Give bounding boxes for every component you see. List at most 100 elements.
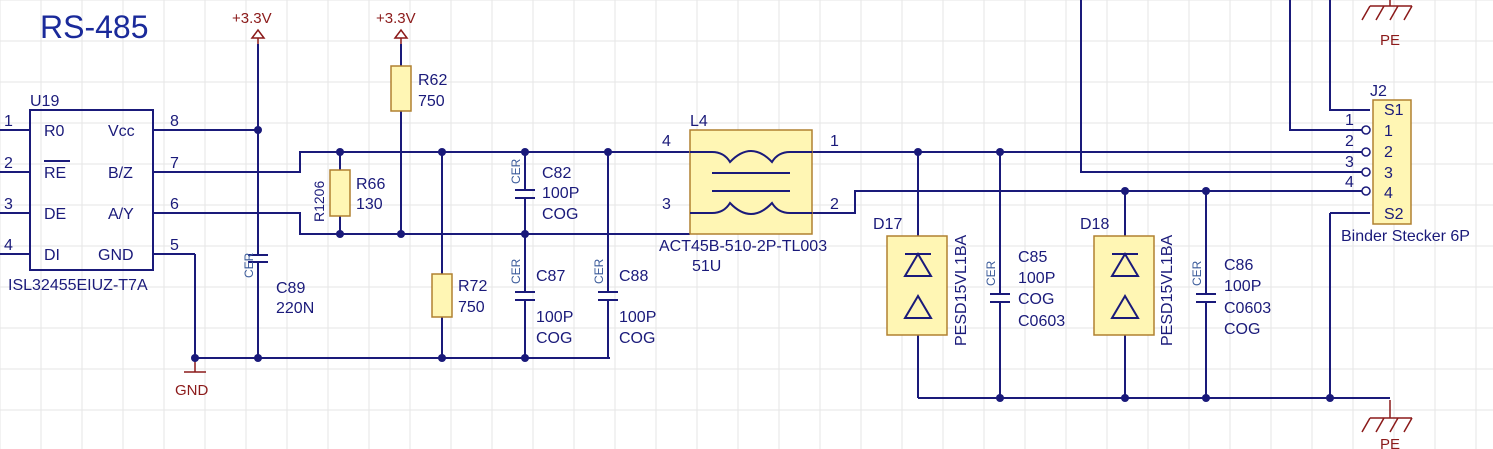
- u19-pin-name-di: DI: [44, 247, 60, 264]
- j2-part: Binder Stecker 6P: [1341, 228, 1470, 245]
- u19-pin-name-r0: R0: [44, 123, 65, 140]
- j2-pin-s2: S2: [1384, 206, 1404, 223]
- u19-pin-num-3: 3: [4, 196, 13, 213]
- j2-pin-4: 4: [1384, 185, 1393, 202]
- c89-capacitor: CER C89 220N: [242, 252, 314, 317]
- r72-resistor: R72 750: [431, 273, 487, 318]
- l4-pin-3: 3: [662, 196, 671, 213]
- u19-pin-name-bz: B/Z: [108, 165, 133, 182]
- r66-ref: R66: [356, 176, 385, 193]
- sheet-title: RS-485: [40, 9, 149, 45]
- gnd-symbol: GND: [175, 358, 209, 399]
- u19-pin-num-2: 2: [4, 155, 13, 172]
- svg-text:PE: PE: [1380, 436, 1400, 449]
- r72-value: 750: [458, 299, 485, 316]
- c88-dielectric: COG: [619, 330, 655, 347]
- j2-connector: J2 S1 1 2 3 4 S2 1 2 3 4 Binder Stecker …: [1341, 83, 1470, 245]
- r62-ref: R62: [418, 72, 447, 89]
- svg-text:+3.3V: +3.3V: [376, 10, 416, 27]
- l4-value: 51U: [692, 258, 721, 275]
- u19-pin-num-5: 5: [170, 237, 179, 254]
- c89-ref: C89: [276, 280, 305, 297]
- d18-tvs-diode: D18 PESD15VL1BA: [1080, 216, 1176, 346]
- c85-ref: C85: [1018, 249, 1047, 266]
- vcc-symbol-left: +3.3V: [232, 10, 272, 44]
- r66-resistor: R1206 R66 130: [311, 169, 385, 222]
- c85-capacitor: CER C85 100P COG C0603: [984, 249, 1065, 330]
- c82-value: 100P: [542, 185, 579, 202]
- c86-package: C0603: [1224, 300, 1271, 317]
- j2-pin-2: 2: [1384, 144, 1393, 161]
- c86-value: 100P: [1224, 278, 1261, 295]
- c85-package: C0603: [1018, 313, 1065, 330]
- u19-pin-num-7: 7: [170, 155, 179, 172]
- j2-ext-pin-2: 2: [1345, 133, 1354, 150]
- svg-text:CER: CER: [509, 258, 523, 284]
- svg-text:GND: GND: [175, 382, 209, 399]
- c85-value: 100P: [1018, 270, 1055, 287]
- junctions: [191, 126, 1334, 402]
- u19-transceiver: U19 ISL32455EIUZ-T7A 1 2 3 4 R0 RE DE DI…: [0, 93, 195, 294]
- r62-resistor: R62 750: [390, 65, 447, 112]
- d17-part: PESD15VL1BA: [953, 234, 970, 346]
- svg-text:+3.3V: +3.3V: [232, 10, 272, 27]
- pe-symbol-bottom: PE: [1361, 400, 1413, 449]
- j2-pin-s1: S1: [1384, 102, 1404, 119]
- l4-ref: L4: [690, 113, 708, 130]
- u19-ref: U19: [30, 93, 59, 110]
- j2-pin-3: 3: [1384, 165, 1393, 182]
- l4-pin-1: 1: [830, 133, 839, 150]
- r62-value: 750: [418, 93, 445, 110]
- c88-ref: C88: [619, 268, 648, 285]
- u19-pin-name-vcc: Vcc: [108, 123, 135, 140]
- u19-pin-name-ay: A/Y: [108, 206, 134, 223]
- u19-pin-num-4: 4: [4, 237, 13, 254]
- u19-pin-name-gnd: GND: [98, 247, 134, 264]
- c82-ref: C82: [542, 165, 571, 182]
- c86-capacitor: CER C86 100P C0603 COG: [1190, 257, 1271, 338]
- j2-pin-1: 1: [1384, 123, 1393, 140]
- j2-ext-pin-3: 3: [1345, 154, 1354, 171]
- c87-capacitor: CER C87 100P COG: [509, 258, 573, 347]
- svg-text:PE: PE: [1380, 32, 1400, 49]
- c86-ref: C86: [1224, 257, 1253, 274]
- r72-ref: R72: [458, 278, 487, 295]
- svg-text:CER: CER: [509, 158, 523, 184]
- u19-pin-name-re: RE: [44, 165, 66, 182]
- u19-part: ISL32455EIUZ-T7A: [8, 277, 148, 294]
- c85-dielectric: COG: [1018, 291, 1054, 308]
- u19-pin-num-6: 6: [170, 196, 179, 213]
- l4-common-mode-choke: L4 4 3 1 2 ACT45B-510-2P-TL003 51U: [659, 113, 839, 275]
- svg-text:CER: CER: [242, 252, 256, 278]
- d17-tvs-diode: D17 PESD15VL1BA: [873, 216, 970, 346]
- l4-pin-2: 2: [830, 196, 839, 213]
- c87-dielectric: COG: [536, 330, 572, 347]
- d17-ref: D17: [873, 216, 902, 233]
- c82-dielectric: COG: [542, 206, 578, 223]
- c88-value: 100P: [619, 309, 656, 326]
- u19-pin-name-de: DE: [44, 206, 66, 223]
- vcc-symbol-right: +3.3V: [376, 10, 416, 44]
- pe-symbol-top: PE: [1361, 0, 1413, 49]
- j2-ref: J2: [1370, 83, 1387, 100]
- c86-dielectric: COG: [1224, 321, 1260, 338]
- svg-text:CER: CER: [592, 258, 606, 284]
- l4-pin-4: 4: [662, 133, 671, 150]
- j2-ext-pin-4: 4: [1345, 174, 1354, 191]
- r66-package: R1206: [311, 181, 327, 222]
- d18-part: PESD15VL1BA: [1159, 234, 1176, 346]
- j2-ext-pin-1: 1: [1345, 112, 1354, 129]
- d18-ref: D18: [1080, 216, 1109, 233]
- r66-value: 130: [356, 196, 383, 213]
- svg-text:CER: CER: [984, 260, 998, 286]
- c87-value: 100P: [536, 309, 573, 326]
- c82-capacitor: CER C82 100P COG: [509, 158, 579, 223]
- c89-value: 220N: [276, 300, 314, 317]
- l4-part: ACT45B-510-2P-TL003: [659, 238, 827, 255]
- u19-pin-num-8: 8: [170, 113, 179, 130]
- svg-text:CER: CER: [1190, 260, 1204, 286]
- c88-capacitor: CER C88 100P COG: [592, 258, 656, 347]
- u19-pin-num-1: 1: [4, 113, 13, 130]
